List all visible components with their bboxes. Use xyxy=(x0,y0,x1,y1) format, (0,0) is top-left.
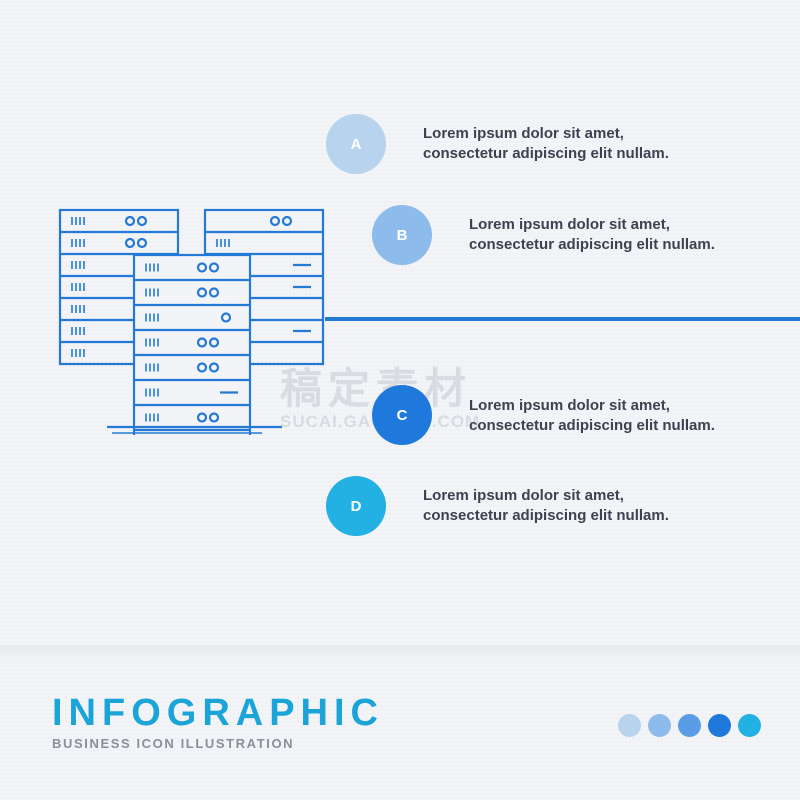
step-c-circle[interactable]: C xyxy=(372,385,432,445)
step-d-text: Lorem ipsum dolor sit amet, consectetur … xyxy=(423,486,669,526)
step-d-line-2: consectetur adipiscing elit nullam. xyxy=(423,507,669,524)
palette-dot xyxy=(648,714,671,737)
step-b-line-1: Lorem ipsum dolor sit amet, xyxy=(469,216,670,233)
footer-divider xyxy=(0,645,800,661)
step-d-circle[interactable]: D xyxy=(326,476,386,536)
step-a-line-2: consectetur adipiscing elit nullam. xyxy=(423,145,669,162)
step-a-line-1: Lorem ipsum dolor sit amet, xyxy=(423,125,624,142)
step-d-line-1: Lorem ipsum dolor sit amet, xyxy=(423,487,624,504)
step-a-text: Lorem ipsum dolor sit amet, consectetur … xyxy=(423,124,669,164)
step-c-text: Lorem ipsum dolor sit amet, consectetur … xyxy=(469,396,715,436)
palette-dot xyxy=(618,714,641,737)
palette-dot xyxy=(708,714,731,737)
step-b-line-2: consectetur adipiscing elit nullam. xyxy=(469,236,715,253)
step-b-text: Lorem ipsum dolor sit amet, consectetur … xyxy=(469,215,715,255)
server-racks-icon xyxy=(58,208,325,435)
step-b-letter: B xyxy=(396,226,408,244)
footer-subtitle: BUSINESS ICON ILLUSTRATION xyxy=(52,736,295,751)
step-d-letter: D xyxy=(350,497,362,515)
connector-line xyxy=(325,317,800,321)
step-a-letter: A xyxy=(350,135,362,153)
palette-dot xyxy=(678,714,701,737)
step-b-circle[interactable]: B xyxy=(372,205,432,265)
step-a-circle[interactable]: A xyxy=(326,114,386,174)
footer-title: INFOGRAPHIC xyxy=(52,692,384,734)
step-c-letter: C xyxy=(396,406,408,424)
step-c-line-1: Lorem ipsum dolor sit amet, xyxy=(469,397,670,414)
step-c-line-2: consectetur adipiscing elit nullam. xyxy=(469,417,715,434)
palette-dot xyxy=(738,714,761,737)
palette-dots xyxy=(618,714,761,737)
